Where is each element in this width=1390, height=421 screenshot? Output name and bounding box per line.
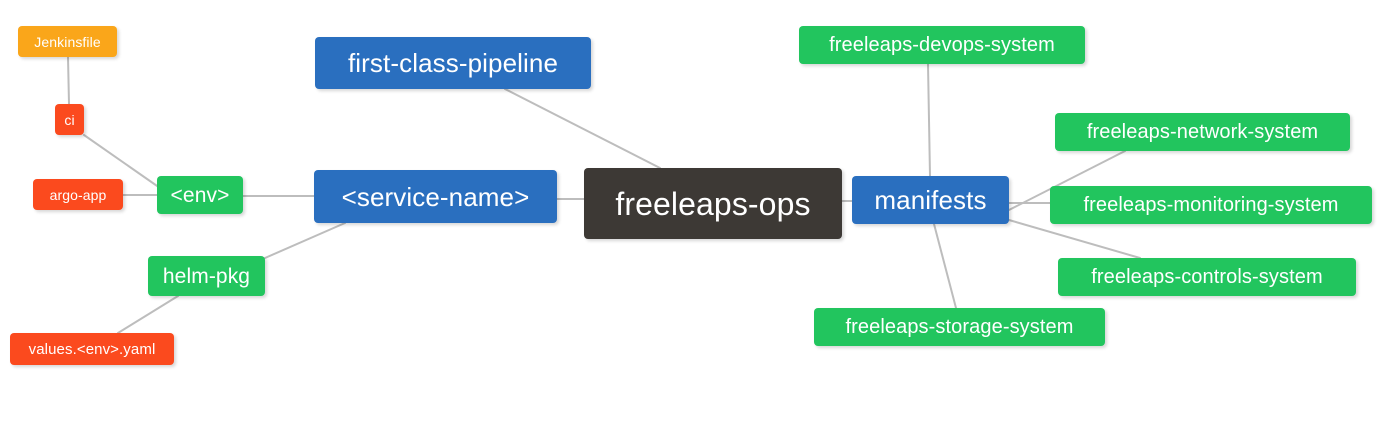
node-devops-sys[interactable]: freeleaps-devops-system [799,26,1085,64]
edge-pipeline-to-root [504,88,661,169]
node-env[interactable]: <env> [157,176,243,214]
node-network-sys[interactable]: freeleaps-network-system [1055,113,1350,151]
edge-manifests-to-controls-sys [1008,219,1141,259]
node-ci[interactable]: ci [55,104,84,135]
node-values-yaml[interactable]: values.<env>.yaml [10,333,174,365]
node-helm-pkg[interactable]: helm-pkg [148,256,265,296]
node-service-name[interactable]: <service-name> [314,170,557,223]
edge-helm-pkg-to-service-name [264,222,346,259]
node-monitoring-sys[interactable]: freeleaps-monitoring-system [1050,186,1372,224]
node-controls-sys[interactable]: freeleaps-controls-system [1058,258,1356,296]
edge-manifests-to-devops-sys [927,63,931,177]
node-argo-app[interactable]: argo-app [33,179,123,210]
node-storage-sys[interactable]: freeleaps-storage-system [814,308,1105,346]
node-manifests[interactable]: manifests [852,176,1009,224]
node-pipeline[interactable]: first-class-pipeline [315,37,591,89]
node-jenkinsfile[interactable]: Jenkinsfile [18,26,117,57]
edge-jenkinsfile-to-ci [67,56,70,105]
edge-manifests-to-storage-sys [933,223,957,309]
edge-values-yaml-to-helm-pkg [117,295,179,334]
node-root[interactable]: freeleaps-ops [584,168,842,239]
